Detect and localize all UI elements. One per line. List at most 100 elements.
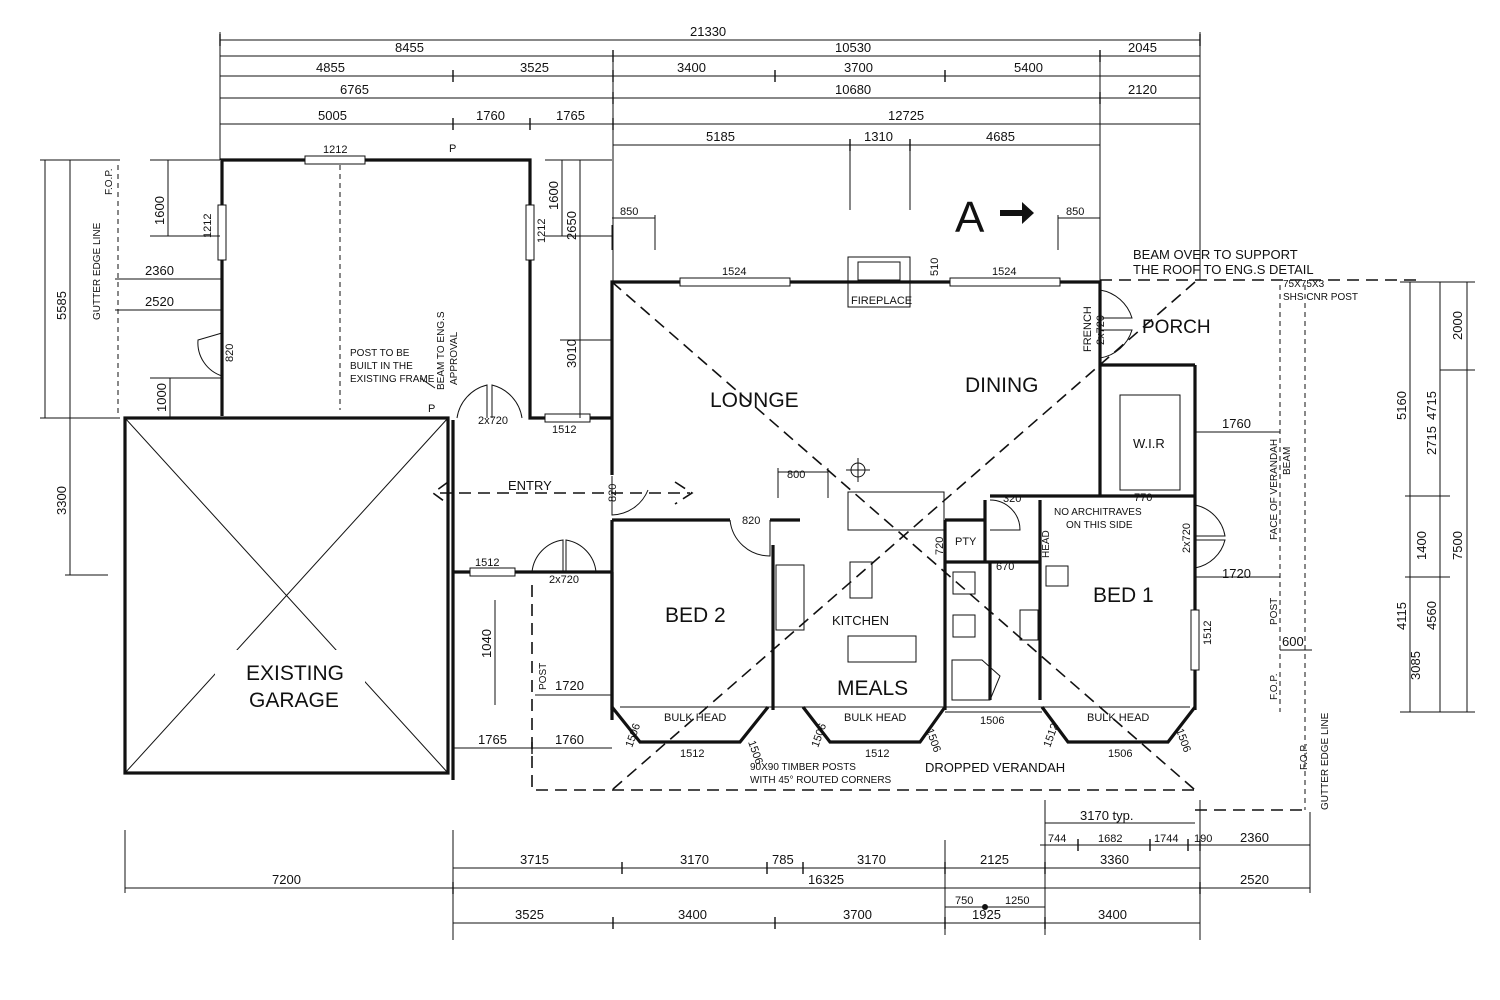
room-labels: LOUNGE DINING PORCH W.I.R BED 2 KITCHEN … [665, 317, 1211, 700]
door-770: 770 [1134, 492, 1152, 504]
note-beam-over-1: BEAM OVER TO SUPPORT [1133, 247, 1298, 262]
dim-bot-3525: 3525 [515, 907, 544, 922]
bay-1512-b: 1512 [865, 748, 889, 760]
note-post-2: BUILT IN THE [350, 361, 413, 372]
window-1524-dining: 1524 [992, 266, 1016, 278]
dim-top-3525: 3525 [520, 60, 549, 75]
fop-right: F.O.P. [1269, 674, 1280, 701]
post-marker-p1: P [428, 403, 435, 415]
dim-800: 800 [787, 469, 805, 481]
note-beam-over-2: THE ROOF TO ENG.S DETAIL [1133, 262, 1314, 277]
bay-1506-b: 1506 [745, 739, 765, 766]
door-820-entry: 820 [607, 484, 619, 502]
room-wir: W.I.R [1133, 436, 1165, 451]
bay-1506-d: 1506 [923, 727, 943, 754]
gutter-left: GUTTER EDGE LINE [92, 222, 103, 320]
dim-top-5400: 5400 [1014, 60, 1043, 75]
dim-mid-1760: 1760 [555, 732, 584, 747]
dim-mid-1600: 1600 [546, 181, 561, 210]
dim-right-3085: 3085 [1408, 651, 1423, 680]
dim-top-10530: 10530 [835, 40, 871, 55]
garage-label-2: GARAGE [249, 689, 339, 712]
bay-1512-a: 1512 [680, 748, 704, 760]
dim-top-4685: 4685 [986, 129, 1015, 144]
dim-bot-3170typ: 3170 typ. [1080, 808, 1134, 823]
dim-bot-7200: 7200 [272, 872, 301, 887]
room-pty: PTY [955, 536, 977, 548]
annotations: BEAM OVER TO SUPPORT THE ROOF TO ENG.S D… [624, 247, 1420, 786]
dim-bot-2125: 2125 [980, 852, 1009, 867]
bulk-head-3: BULK HEAD [1087, 712, 1149, 724]
dim-right-2000: 2000 [1450, 311, 1465, 340]
dim-top-3400: 3400 [677, 60, 706, 75]
door-2x720-bed1: 2x720 [1181, 523, 1193, 553]
french-door-label: FRENCH [1082, 306, 1094, 352]
dim-bot-3170b: 3170 [857, 852, 886, 867]
note-shs-2: SHS CNR POST [1283, 292, 1358, 303]
dim-left-3300: 3300 [54, 486, 69, 515]
dim-bot-1925: 1925 [972, 907, 1001, 922]
dim-top-1310: 1310 [864, 129, 893, 144]
door-2x720-entry: 2x720 [478, 415, 508, 427]
face-of-verandah: FACE OF VERANDAH [1269, 439, 1280, 540]
note-no-arch-1: NO ARCHITRAVES [1054, 507, 1142, 518]
note-beam-eng-2: APPROVAL [449, 331, 460, 385]
dim-top-4855: 4855 [316, 60, 345, 75]
door-2x720-french: 2x720 [1095, 315, 1107, 345]
fireplace-label: FIREPLACE [851, 295, 912, 307]
bulk-head-1: BULK HEAD [664, 712, 726, 724]
room-entry: ENTRY [508, 478, 552, 493]
dim-850-right: 850 [1066, 206, 1084, 218]
fop-left: F.O.P. [104, 169, 115, 196]
door-820-left: 820 [224, 344, 236, 362]
dim-mid-3010: 3010 [564, 339, 579, 368]
dim-top-row1: 21330 [690, 24, 726, 39]
dim-top-8455: 8455 [395, 40, 424, 55]
dim-left-1000: 1000 [154, 383, 169, 412]
dim-bot-16325: 16325 [808, 872, 844, 887]
dim-left-2520: 2520 [145, 294, 174, 309]
dim-mid-2650: 2650 [564, 211, 579, 240]
room-bed2: BED 2 [665, 604, 726, 627]
dim-top-1760: 1760 [476, 108, 505, 123]
fop-right-2: F.O.P. [1299, 744, 1310, 771]
window-1212-top: 1212 [323, 144, 347, 156]
dim-right-600: 600 [1282, 634, 1304, 649]
door-320: 320 [1003, 493, 1021, 505]
dim-top-5185: 5185 [706, 129, 735, 144]
dim-right-4115: 4115 [1394, 602, 1409, 630]
note-no-arch-2: ON THIS SIDE [1066, 520, 1133, 531]
dim-bot-3400a: 3400 [678, 907, 707, 922]
garage-label-1: EXISTING [246, 662, 344, 685]
top-dimension-lines: 21330 8455 10530 2045 4855 3525 3400 370… [219, 24, 1201, 282]
dim-left-5585: 5585 [54, 291, 69, 320]
dim-top-10680: 10680 [835, 82, 871, 97]
dim-bot-3700: 3700 [843, 907, 872, 922]
dim-right-4715: 4715 [1424, 391, 1439, 420]
window-1524-lounge: 1524 [722, 266, 746, 278]
room-lounge: LOUNGE [710, 389, 799, 412]
note-post-1: POST TO BE [350, 348, 410, 359]
dim-right-5160: 5160 [1394, 391, 1409, 420]
room-bed1: BED 1 [1093, 584, 1154, 607]
dim-mid-1765: 1765 [478, 732, 507, 747]
gutter-right: GUTTER EDGE LINE [1320, 712, 1331, 810]
door-720-pty: 720 [934, 537, 946, 555]
bay-1512-c: 1506 [1108, 748, 1132, 760]
bay-1506-g: 1506 [1173, 727, 1193, 754]
dim-bot-2520: 2520 [1240, 872, 1269, 887]
dim-bot-3400b: 3400 [1098, 907, 1127, 922]
beam-label: BEAM [1282, 447, 1293, 475]
dim-bot-3360: 3360 [1100, 852, 1129, 867]
note-shs-1: 75X75X3 [1283, 279, 1325, 290]
bottom-dimensions: 3170 typ. 744 1682 1744 190 2360 3715 31… [124, 800, 1311, 940]
post-label-right: POST [1269, 598, 1280, 625]
dim-850-left: 850 [620, 206, 638, 218]
post-label-mid: POST [538, 663, 549, 690]
window-1512-lower: 1512 [475, 557, 499, 569]
dim-bot-3170a: 3170 [680, 852, 709, 867]
main-house-walls: 1524 1524 FIREPLACE 510 850 850 A FRENCH… [531, 193, 1226, 791]
bay-1506-f: 1512 [1042, 722, 1062, 749]
dim-right-1720: 1720 [1222, 566, 1251, 581]
